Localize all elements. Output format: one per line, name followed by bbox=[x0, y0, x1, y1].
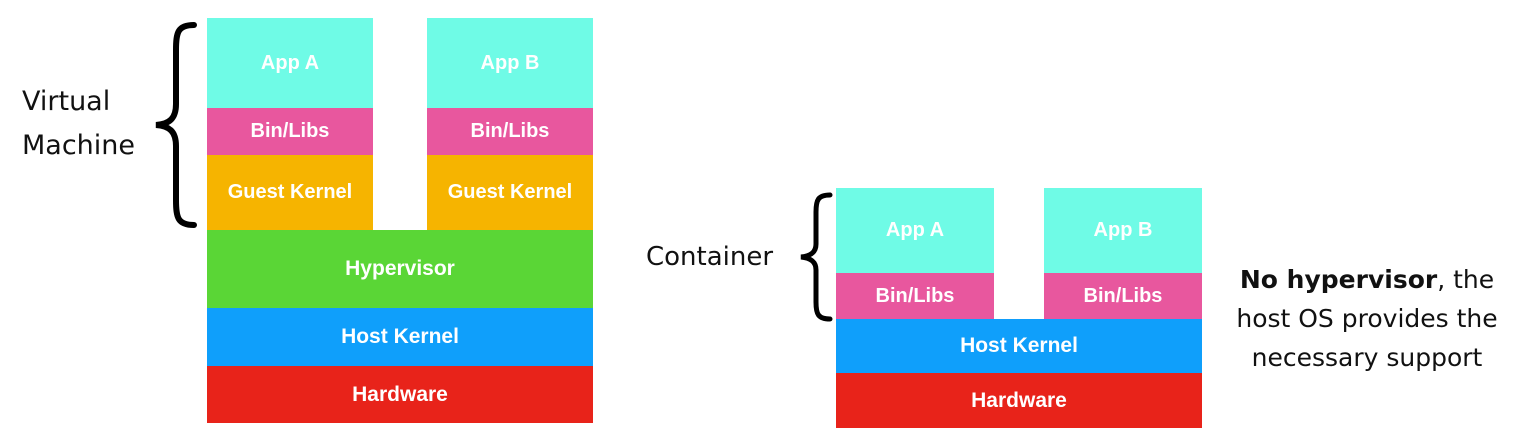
vm-hypervisor-block: Hypervisor bbox=[207, 230, 593, 308]
vm-app-a-block: App A bbox=[207, 18, 373, 108]
note-rest-text: , the host OS provides the necessary sup… bbox=[1236, 265, 1498, 372]
vm-label-line2: Machine bbox=[22, 130, 136, 161]
vm-guest-kernel-a-block: Guest Kernel bbox=[207, 155, 373, 230]
container-hardware-block: Hardware bbox=[836, 373, 1202, 428]
container-brace bbox=[800, 192, 833, 322]
vm-hardware-block: Hardware bbox=[207, 366, 593, 423]
container-app-b-block: App B bbox=[1044, 188, 1202, 273]
note-bold-text: No hypervisor bbox=[1239, 265, 1438, 294]
container-label: Container bbox=[646, 242, 774, 272]
vm-binlibs-a-block: Bin/Libs bbox=[207, 108, 373, 155]
vm-label: Virtual Machine bbox=[22, 80, 135, 168]
no-hypervisor-note: No hypervisor, the host OS provides the … bbox=[1222, 260, 1512, 377]
container-binlibs-b-block: Bin/Libs bbox=[1044, 273, 1202, 319]
vm-brace bbox=[155, 22, 197, 228]
container-app-a-block: App A bbox=[836, 188, 994, 273]
vm-app-b-block: App B bbox=[427, 18, 593, 108]
container-binlibs-a-block: Bin/Libs bbox=[836, 273, 994, 319]
vm-host-kernel-block: Host Kernel bbox=[207, 308, 593, 366]
vm-label-line1: Virtual bbox=[22, 86, 111, 117]
container-host-kernel-block: Host Kernel bbox=[836, 319, 1202, 373]
vm-binlibs-b-block: Bin/Libs bbox=[427, 108, 593, 155]
vm-guest-kernel-b-block: Guest Kernel bbox=[427, 155, 593, 230]
